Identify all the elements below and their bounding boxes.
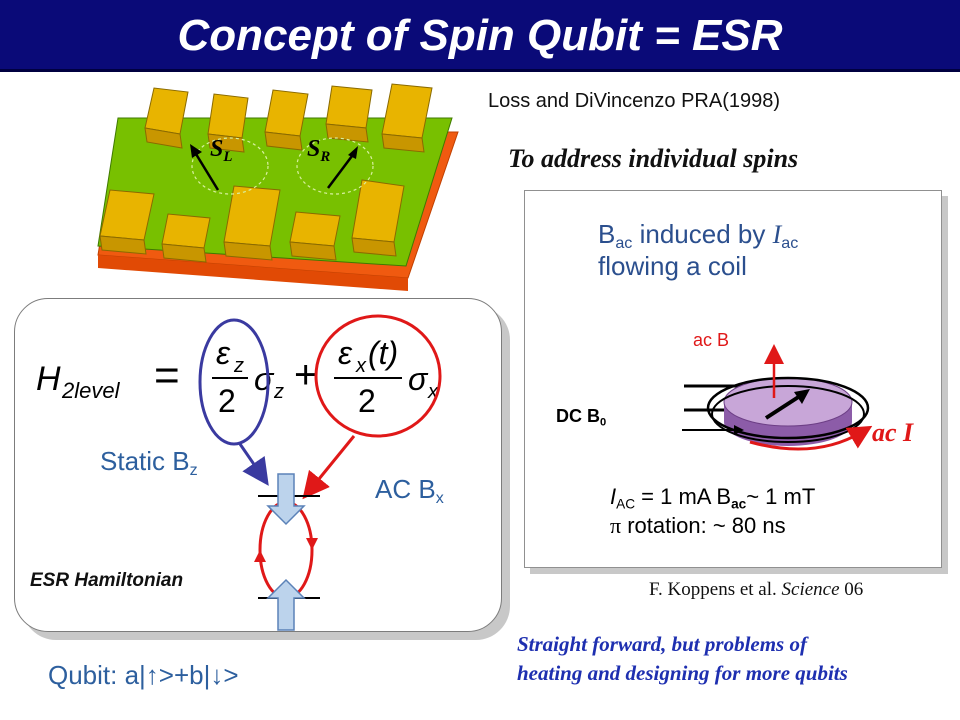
svg-text:z: z (273, 381, 284, 403)
dc-b0-label: DC B0 (556, 406, 607, 429)
svg-text:x: x (355, 355, 367, 377)
title-bar (0, 0, 960, 72)
quantum-dot-device-illustration (97, 83, 459, 291)
spin-right-label: SR (307, 136, 331, 165)
hamiltonian-equation: H 2level = ε z 2 σ z + ε x (t) 2 σ x (36, 314, 442, 631)
svg-text:σ: σ (254, 361, 275, 397)
svg-text:+: + (294, 353, 317, 397)
ac-bx-label: AC Bx (375, 474, 444, 508)
citation-koppens: F. Koppens et al. Science 06 (649, 579, 864, 600)
ac-b-label: ac B (693, 330, 730, 350)
spin-left-label: SL (210, 136, 233, 165)
ac-i-label: ac I (872, 418, 914, 447)
svg-text:z: z (233, 355, 244, 377)
coil-parameters: IAC = 1 mA Bac~ 1 mT π rotation: ~ 80 ns (610, 484, 816, 538)
static-bz-label: Static Bz (100, 446, 198, 480)
bac-description: Bac induced by Iac flowing a coil (598, 219, 799, 282)
svg-text:2: 2 (218, 383, 236, 419)
coil-panel (524, 190, 942, 568)
svg-text:ε: ε (338, 335, 353, 371)
address-heading: To address individual spins (508, 144, 799, 173)
reference-loss-divincenzo: Loss and DiVincenzo PRA(1998) (488, 90, 781, 112)
svg-text:H: H (36, 360, 61, 398)
svg-text:=: = (154, 351, 180, 400)
svg-text:2level: 2level (61, 378, 121, 403)
qubit-state-label: Qubit: a|↑>+b|↓> (48, 660, 239, 690)
svg-text:(t): (t) (368, 335, 398, 371)
conclusion-text: Straight forward, but problems of heatin… (517, 632, 848, 686)
svg-text:ε: ε (216, 335, 231, 371)
svg-text:2: 2 (358, 383, 376, 419)
svg-text:σ: σ (408, 361, 429, 397)
esr-hamiltonian-label: ESR Hamiltonian (30, 570, 184, 591)
coil-diagram (682, 344, 873, 451)
slide-title: Concept of Spin Qubit = ESR (177, 11, 783, 60)
